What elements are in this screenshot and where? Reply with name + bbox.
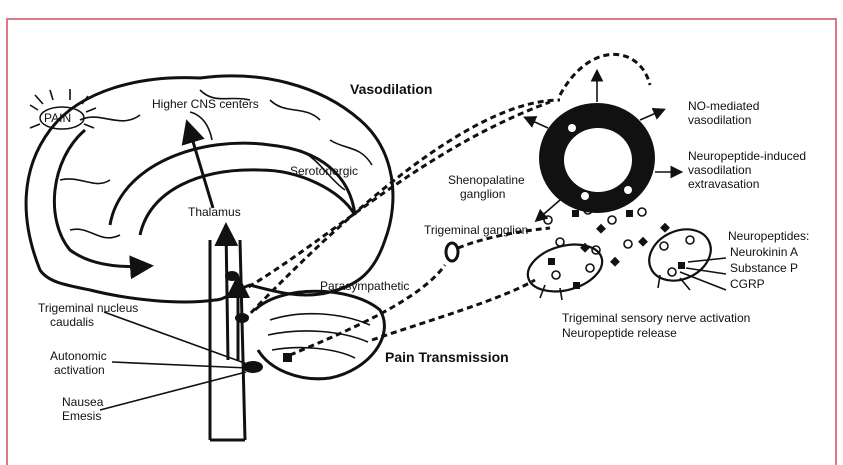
thalamus-to-cns-arrow (188, 125, 213, 208)
no-mediated-label-2: vasodilation (688, 113, 751, 127)
sensory-loop-dashed (560, 54, 650, 95)
neuropeptides-label: Neuropeptides: (728, 229, 809, 243)
pain-pathway-arc (54, 130, 148, 267)
trigeminal-nucleus-label-1: Trigeminal nucleus (38, 301, 138, 315)
serotonergic-label: Serotonergic (290, 164, 358, 178)
neuropeptide-release-label: Neuropeptide release (562, 326, 677, 340)
brainstem-to-thalamus-arrow (226, 228, 228, 360)
parasympathetic-label: Parasympathetic (320, 279, 409, 293)
trigeminal-ganglion-label: Trigeminal ganglion (424, 223, 528, 237)
thalamus-label: Thalamus (188, 205, 241, 219)
autonomic-label-2: activation (54, 363, 105, 377)
corpus-callosum (110, 143, 355, 235)
cerebellum-folia (268, 314, 370, 358)
emesis-label: Emesis (62, 409, 101, 423)
neuropeptide-induced-label-1: Neuropeptide-induced (688, 149, 806, 163)
autonomic-label-1: Autonomic (50, 349, 107, 363)
substance-p-label: Substance P (730, 261, 798, 275)
neuropeptide-vesicles (544, 206, 694, 279)
nerve-terminal-right (641, 220, 719, 291)
trigeminal-nucleus-label-2: caudalis (50, 315, 94, 329)
serotonergic-line (190, 112, 212, 140)
trigeminal-ganglion-shape (446, 243, 458, 261)
blood-vessel (539, 103, 655, 213)
neuropeptide-induced-label-3: extravasation (688, 177, 759, 191)
pain-label: PAIN (44, 111, 71, 125)
neurokinin-label: Neurokinin A (730, 245, 798, 259)
pain-transmission-label: Pain Transmission (385, 349, 509, 365)
cgrp-label: CGRP (730, 277, 765, 291)
cerebellum (255, 291, 384, 379)
sphenopalatine-label-2: ganglion (460, 187, 505, 201)
nausea-label: Nausea (62, 395, 104, 409)
nerve-stems (540, 275, 690, 300)
higher-cns-label: Higher CNS centers (152, 97, 259, 111)
neuropeptide-induced-label-2: vasodilation (688, 163, 751, 177)
vasodilation-label: Vasodilation (350, 81, 432, 97)
brainstem-nucleus-1 (225, 271, 239, 281)
sensory-activation-label: Trigeminal sensory nerve activation (562, 311, 750, 325)
sphenopalatine-label-1: Shenopalatine (448, 173, 525, 187)
no-mediated-label-1: NO-mediated (688, 99, 759, 113)
